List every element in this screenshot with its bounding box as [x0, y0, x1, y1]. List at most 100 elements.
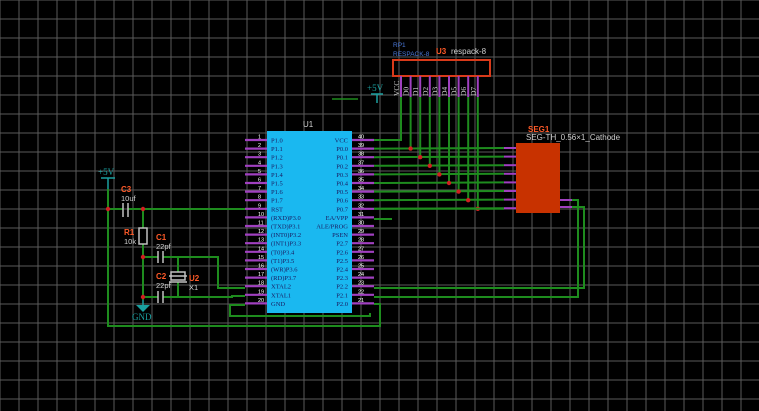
u3-pin-label: D3 [430, 87, 439, 96]
u1-pin-number: 9 [258, 203, 261, 209]
u3-ref: U3 [436, 47, 447, 56]
u1-pin-number: 36 [358, 169, 364, 175]
wire-xtal2 [178, 256, 245, 289]
u1-pin-name: P1.2 [271, 155, 283, 162]
u1-pin-name: RST [271, 206, 283, 213]
u1-pin-name: XTAL2 [271, 284, 291, 291]
u1-pin-number: 2 [258, 143, 261, 149]
u1-pin-number: 14 [258, 246, 264, 252]
u1-pin-name: P1.3 [271, 163, 283, 170]
u1-pin-number: 21 [358, 298, 364, 304]
u3-pin-label: D0 [402, 87, 411, 96]
wires [105, 97, 585, 327]
u1-pin-name: P2.5 [336, 258, 348, 265]
u3-pin-label: D6 [459, 87, 468, 96]
u3-pin-label: D5 [450, 87, 459, 96]
u1-pin-name: P1.5 [271, 181, 283, 188]
u1-pin-number: 34 [358, 186, 364, 192]
wire-xtal1 [178, 295, 245, 298]
u1-ref: U1 [303, 120, 314, 129]
gnd-symbol[interactable]: GND [132, 300, 152, 322]
u3-body [392, 59, 491, 77]
u1-pin-name: P1.1 [271, 146, 283, 153]
wire-seg-com [374, 199, 579, 298]
c2-capacitor[interactable]: C2 22pf [156, 272, 172, 303]
u1-pin-name: P0.6 [336, 198, 348, 205]
u1-pin-number: 29 [358, 229, 364, 235]
u1-pin-number: 32 [358, 203, 364, 209]
u1-pin-number: 33 [358, 195, 364, 201]
u1-pin-number: 17 [258, 272, 264, 278]
u1-right-pins: 40VCC39P0.038P0.137P0.236P0.335P0.434P0.… [316, 135, 374, 308]
c1-capacitor[interactable]: C1 22pf [156, 233, 172, 263]
u1-pin-number: 15 [258, 255, 264, 261]
junction-dot [466, 198, 471, 203]
u1-pin-name: P2.4 [336, 267, 348, 274]
c3-ref: C3 [121, 185, 132, 194]
u1-pin-number: 24 [358, 272, 364, 278]
u3-pin-label: D2 [421, 87, 430, 96]
seg1-body [516, 143, 560, 213]
u1-pin-name: GND [271, 301, 285, 308]
u3-value: respack-8 [451, 47, 487, 56]
u2-crystal[interactable]: U2 X1 [169, 271, 200, 292]
seg1-value: SEG-TH_0.56×1_Cathode [526, 133, 621, 142]
u1-pin-number: 28 [358, 238, 364, 244]
r1-value: 10k [124, 237, 136, 246]
u1-pin-name: P2.0 [336, 301, 348, 308]
u1-pin-name: P1.4 [271, 172, 283, 179]
u3-pin-label: VCC [392, 81, 401, 96]
u1-pin-name: PSEN [332, 232, 348, 239]
gnd-label: GND [132, 312, 152, 322]
u1-pin-name: P2.1 [336, 292, 348, 299]
u1-pin-name: P0.0 [336, 146, 348, 153]
u3-pin-label: D4 [440, 87, 449, 96]
seg1-display[interactable]: SEG1 SEG-TH_0.56×1_Cathode [504, 125, 621, 213]
u1-pin-name: (INT1)P3.3 [271, 241, 301, 248]
u1-pin-number: 37 [358, 160, 364, 166]
u1-pin-name: EA/VPP [326, 215, 349, 222]
u1-pin-name: (WR)P3.6 [271, 267, 298, 274]
junction-dot [105, 206, 111, 212]
rp1-value: RESPACK-8 [393, 51, 430, 58]
u1-pin-name: P2.3 [336, 275, 348, 282]
u1-pin-name: (T1)P3.5 [271, 258, 294, 265]
plus5v-left-symbol[interactable]: +5V [98, 167, 115, 189]
c3-capacitor[interactable]: C3 10uf [121, 185, 137, 217]
u1-pin-number: 3 [258, 152, 261, 158]
junction-dot [408, 146, 413, 151]
wire-p0-4 [373, 181, 505, 184]
u1-pin-name: (INT0)P3.2 [271, 232, 301, 239]
u3-pin-label: D7 [469, 87, 478, 96]
u1-pin-name: P1.6 [271, 189, 283, 196]
u1-pin-number: 8 [258, 195, 261, 201]
u1-pin-name: P0.2 [336, 163, 348, 170]
u1-pin-name: P0.4 [336, 181, 348, 188]
u1-pin-name: VCC [335, 138, 348, 145]
c3-value: 10uf [121, 194, 137, 203]
u1-pin-name: (RXD)P3.0 [271, 215, 301, 222]
u1-pin-name: XTAL1 [271, 292, 291, 299]
u1-pin-number: 11 [258, 221, 264, 227]
u1-pin-name: P1.0 [271, 138, 283, 145]
u1-pin-number: 27 [358, 246, 364, 252]
junction-dot [437, 172, 442, 177]
u1-pin-number: 20 [258, 298, 264, 304]
u1-pin-number: 31 [358, 212, 364, 218]
r1-ref: R1 [124, 228, 135, 237]
c1-ref: C1 [156, 233, 167, 242]
u1-pin-number: 25 [358, 264, 364, 270]
c1-value: 22pf [156, 242, 172, 251]
junction-dot [446, 180, 452, 186]
r1-resistor[interactable]: R1 10k [124, 227, 148, 246]
junction-dot [427, 163, 432, 168]
u1-pin-number: 23 [358, 281, 364, 287]
u1-pin-number: 35 [358, 178, 364, 184]
wire-p0-5 [373, 190, 505, 193]
u1-pin-number: 30 [358, 221, 364, 227]
plus5v-top-symbol[interactable]: +5V [367, 83, 384, 103]
